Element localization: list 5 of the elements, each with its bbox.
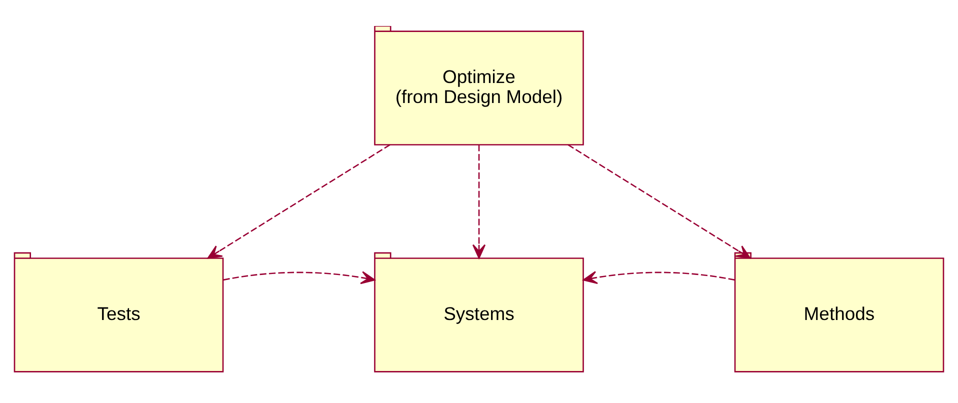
arrow <box>582 271 735 284</box>
arrow <box>207 144 390 259</box>
arrow <box>223 271 376 284</box>
arrow <box>568 144 751 259</box>
arrow <box>472 144 486 259</box>
